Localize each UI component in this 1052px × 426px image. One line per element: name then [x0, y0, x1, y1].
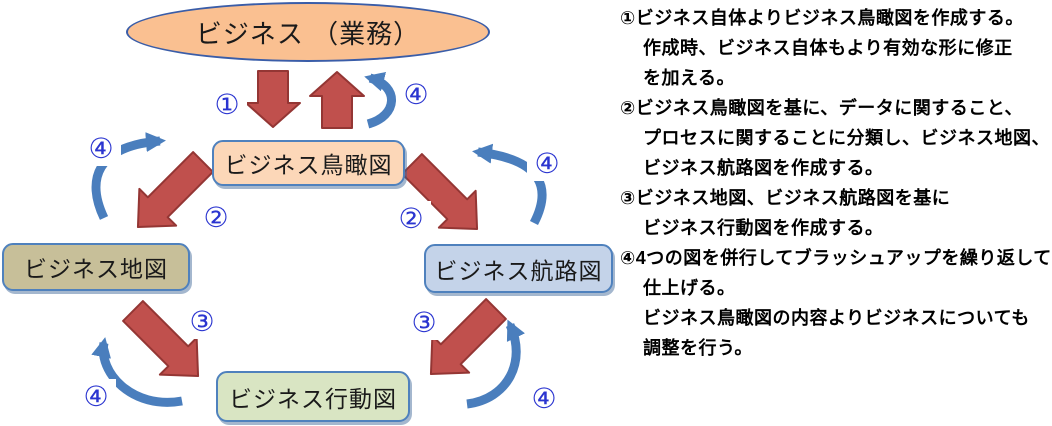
- cycle-arrow-bottom-left-icon: [91, 337, 183, 407]
- arrow-overview-to-business-icon: [309, 71, 365, 129]
- note-line: プロセスに関することに分類し、ビジネス地図、: [643, 128, 1050, 148]
- step-1-badge: ①: [207, 87, 247, 122]
- cycle-arrow-left-icon: [91, 132, 166, 220]
- step-4-bottom-left-badge: ④: [76, 379, 116, 414]
- step-4-right-badge: ④: [527, 146, 567, 181]
- cycle-arrow-bottom-right-icon: [466, 319, 526, 409]
- arrow-map-to-action-icon: [122, 300, 200, 378]
- note-line: 仕上げる。: [643, 278, 736, 298]
- arrow-layer: [91, 70, 547, 409]
- note-line: ビジネス航路図を作成する。: [643, 158, 884, 178]
- node-overview-label: ビジネス鳥瞰図: [224, 152, 393, 178]
- node-map-label: ビジネス地図: [24, 256, 168, 282]
- note-line: を加える。: [643, 68, 735, 88]
- step-3-left-badge: ③: [182, 304, 222, 339]
- node-map: ビジネス地図: [2, 243, 190, 291]
- notes-panel: ①ビジネス自体よりビジネス鳥瞰図を作成する。 作成時、ビジネス自体もより有効な形…: [620, 3, 1052, 363]
- note-line: ビジネス行動図を作成する。: [643, 218, 884, 238]
- step-2-right-badge: ②: [391, 201, 431, 236]
- node-action-label: ビジネス行動図: [229, 385, 397, 412]
- step-4-left-badge: ④: [81, 131, 121, 166]
- node-business-label: ビジネス （業務）: [195, 18, 421, 49]
- note-line: ③ビジネス地図、ビジネス航路図を基に: [620, 188, 951, 208]
- cycle-arrow-top-icon: [364, 71, 396, 129]
- arrow-overview-to-route-icon: [401, 153, 479, 231]
- node-route-label: ビジネス航路図: [434, 257, 603, 284]
- note-line: ビジネス鳥瞰図の内容よりビジネスについても: [643, 308, 1030, 328]
- note-line: 作成時、ビジネス自体もより有効な形に修正: [643, 38, 1013, 58]
- arrow-route-to-action-icon: [429, 298, 507, 376]
- note-line: ②ビジネス鳥瞰図を基に、データに関すること、: [620, 98, 1023, 118]
- arrow-overview-to-map-icon: [136, 151, 214, 229]
- note-line: 調整を行う。: [643, 338, 753, 358]
- node-route: ビジネス航路図: [424, 244, 613, 293]
- node-business: ビジネス （業務）: [126, 2, 490, 62]
- step-4-bottom-right-badge: ④: [524, 381, 564, 416]
- step-3-right-badge: ③: [404, 305, 444, 340]
- step-2-left-badge: ②: [196, 200, 236, 235]
- note-line: ④4つの図を併行してブラッシュアップを繰り返して: [620, 248, 1052, 268]
- node-action: ビジネス行動図: [216, 371, 410, 422]
- node-overview: ビジネス鳥瞰図: [212, 140, 405, 186]
- arrow-business-to-overview-icon: [245, 70, 301, 128]
- step-4-top-badge: ④: [396, 77, 436, 112]
- note-line: ①ビジネス自体よりビジネス鳥瞰図を作成する。: [620, 8, 1024, 28]
